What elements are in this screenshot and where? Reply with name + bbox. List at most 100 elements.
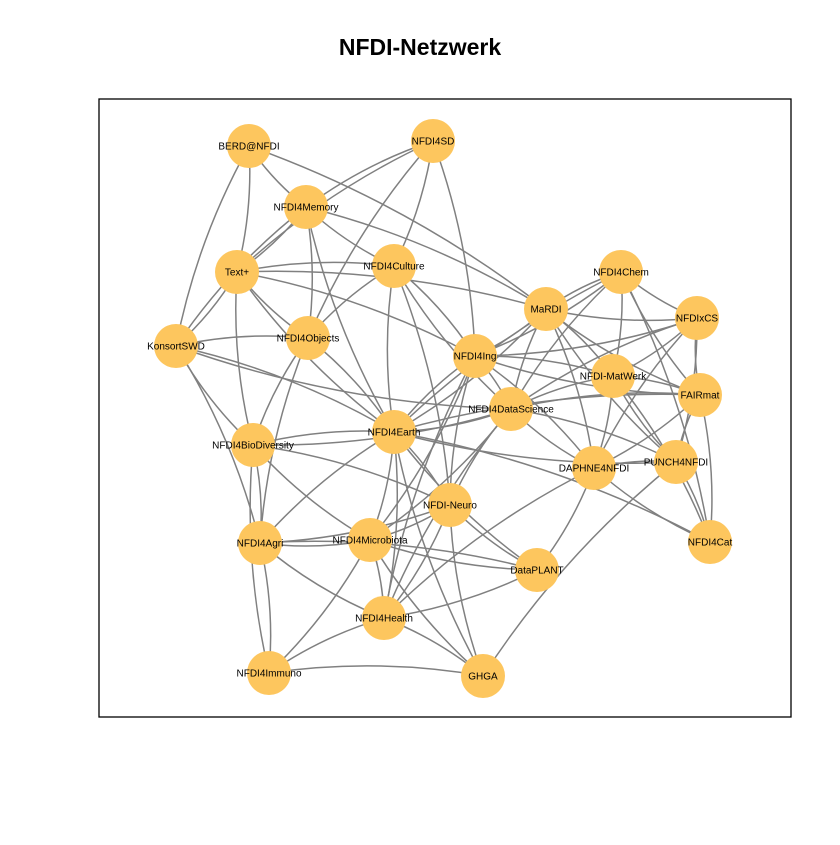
node-circle <box>572 446 616 490</box>
node-label: KonsortSWD <box>147 342 205 353</box>
edge-punch4nfdi-ghga <box>482 461 677 677</box>
node-fairmat[interactable]: FAIRmat <box>678 373 722 417</box>
node-circle <box>284 185 328 229</box>
node-label: NFDI4Cat <box>688 538 733 549</box>
node-punch4nfdi[interactable]: PUNCH4NFDI <box>644 440 708 484</box>
node-label: FAIRmat <box>681 391 720 402</box>
node-label: NFDI-MatWerk <box>580 372 647 383</box>
node-circle <box>348 518 392 562</box>
node-label: NFDI4Health <box>355 614 413 625</box>
edge-berd-nfdi-mardi <box>248 145 547 310</box>
node-nfdi4health[interactable]: NFDI4Health <box>355 596 413 640</box>
edge-nfdi4earth-ghga <box>393 431 484 677</box>
edge-nfdi4culture-nfdi4earth <box>386 265 395 433</box>
edge-nfdi4objects-nfdi4agri <box>259 337 309 544</box>
node-circle <box>524 287 568 331</box>
node-label: GHGA <box>468 672 498 683</box>
edge-daphne4nfdi-nfdi4health <box>383 467 595 619</box>
node-label: NFDI4Culture <box>363 262 425 273</box>
node-nfdi4agri[interactable]: NFDI4Agri <box>237 521 284 565</box>
node-nfdi4ing[interactable]: NFDI4Ing <box>453 334 497 378</box>
node-label: MaRDI <box>530 305 561 316</box>
edge-nfdi4biodiversity-nfdi-neuro <box>252 444 451 506</box>
node-mardi[interactable]: MaRDI <box>524 287 568 331</box>
edge-nfdi4chem-nfdi4earth <box>393 271 622 433</box>
node-circle <box>227 124 271 168</box>
node-circle <box>154 324 198 368</box>
node-ghga[interactable]: GHGA <box>461 654 505 698</box>
node-label: NFDI4Objects <box>277 334 340 345</box>
node-circle <box>428 483 472 527</box>
edge-nfdixcs-nfdi4datascience <box>510 317 698 410</box>
node-text[interactable]: Text+ <box>215 250 259 294</box>
node-nfdixcs[interactable]: NFDIxCS <box>675 296 719 340</box>
node-nfdi-neuro[interactable]: NFDI-Neuro <box>423 483 477 527</box>
node-circle <box>675 296 719 340</box>
edge-layer <box>175 140 713 677</box>
node-nfdi4sd[interactable]: NFDI4SD <box>411 119 455 163</box>
node-nfdi4datascience[interactable]: NFDI4DataScience <box>468 387 554 431</box>
node-label: NFDI4Memory <box>273 203 338 214</box>
node-nfdi4memory[interactable]: NFDI4Memory <box>273 185 339 229</box>
node-nfdi4biodiversity[interactable]: NFDI4BioDiversity <box>212 423 294 467</box>
node-circle <box>362 596 406 640</box>
node-circle <box>372 410 416 454</box>
node-label: DataPLANT <box>510 566 563 577</box>
node-nfdi-matwerk[interactable]: NFDI-MatWerk <box>580 354 647 398</box>
node-label: NFDI4SD <box>412 137 455 148</box>
node-circle <box>372 244 416 288</box>
node-nfdi4cat[interactable]: NFDI4Cat <box>688 520 733 564</box>
plot-frame <box>98 98 792 718</box>
node-label: BERD@NFDI <box>218 142 279 153</box>
node-circle <box>599 250 643 294</box>
edge-berd-nfdi-konsortswd <box>175 145 250 347</box>
node-nfdi4microbiota[interactable]: NFDI4Microbiota <box>332 518 408 562</box>
edge-text-nfdi4biodiversity <box>235 271 254 446</box>
node-circle <box>286 316 330 360</box>
node-nfdi4objects[interactable]: NFDI4Objects <box>277 316 340 360</box>
edge-nfdi4culture-nfdi4datascience <box>393 265 512 410</box>
edge-konsortswd-nfdi4datascience <box>175 345 512 410</box>
edge-nfdi4memory-nfdi4earth <box>305 206 395 433</box>
edge-konsortswd-nfdi4agri <box>175 345 261 544</box>
node-circle <box>515 548 559 592</box>
node-label: NFDI4Chem <box>593 268 649 279</box>
node-label: NFDI-Neuro <box>423 501 477 512</box>
edge-nfdi4earth-punch4nfdi <box>393 431 677 465</box>
node-nfdi4culture[interactable]: NFDI4Culture <box>363 244 425 288</box>
node-label: NFDIxCS <box>676 314 719 325</box>
edge-nfdi4chem-nfdi4cat <box>620 271 711 543</box>
node-circle <box>247 651 291 695</box>
node-label: NFDI4BioDiversity <box>212 441 294 452</box>
edge-nfdi4culture-nfdi-neuro <box>393 265 451 506</box>
node-circle <box>231 423 275 467</box>
node-konsortswd[interactable]: KonsortSWD <box>147 324 205 368</box>
node-daphne4nfdi[interactable]: DAPHNE4NFDI <box>559 446 630 490</box>
node-label: PUNCH4NFDI <box>644 458 708 469</box>
edge-konsortswd-nfdi4earth <box>175 345 395 433</box>
node-nfdi4chem[interactable]: NFDI4Chem <box>593 250 649 294</box>
node-circle <box>238 521 282 565</box>
node-circle <box>591 354 635 398</box>
edge-fairmat-nfdi4earth <box>393 393 701 433</box>
edge-nfdi4sd-nfdi4objects <box>307 140 434 339</box>
node-label: Text+ <box>225 268 249 279</box>
node-label: NFDI4Agri <box>237 539 284 550</box>
node-nfdi4immuno[interactable]: NFDI4Immuno <box>236 651 302 695</box>
node-circle <box>215 250 259 294</box>
node-circle <box>654 440 698 484</box>
node-nfdi4earth[interactable]: NFDI4Earth <box>368 410 421 454</box>
edge-nfdi4sd-text <box>236 140 434 273</box>
node-label: NFDI4Ing <box>454 352 497 363</box>
edge-nfdi4earth-nfdi4health <box>383 431 399 619</box>
node-dataplant[interactable]: DataPLANT <box>510 548 564 592</box>
node-berd-nfdi[interactable]: BERD@NFDI <box>218 124 280 168</box>
edge-nfdi4memory-mardi <box>305 206 547 310</box>
node-label: NFDI4Earth <box>368 428 421 439</box>
node-circle <box>688 520 732 564</box>
node-label: NFDI4Immuno <box>236 669 301 680</box>
node-circle <box>411 119 455 163</box>
